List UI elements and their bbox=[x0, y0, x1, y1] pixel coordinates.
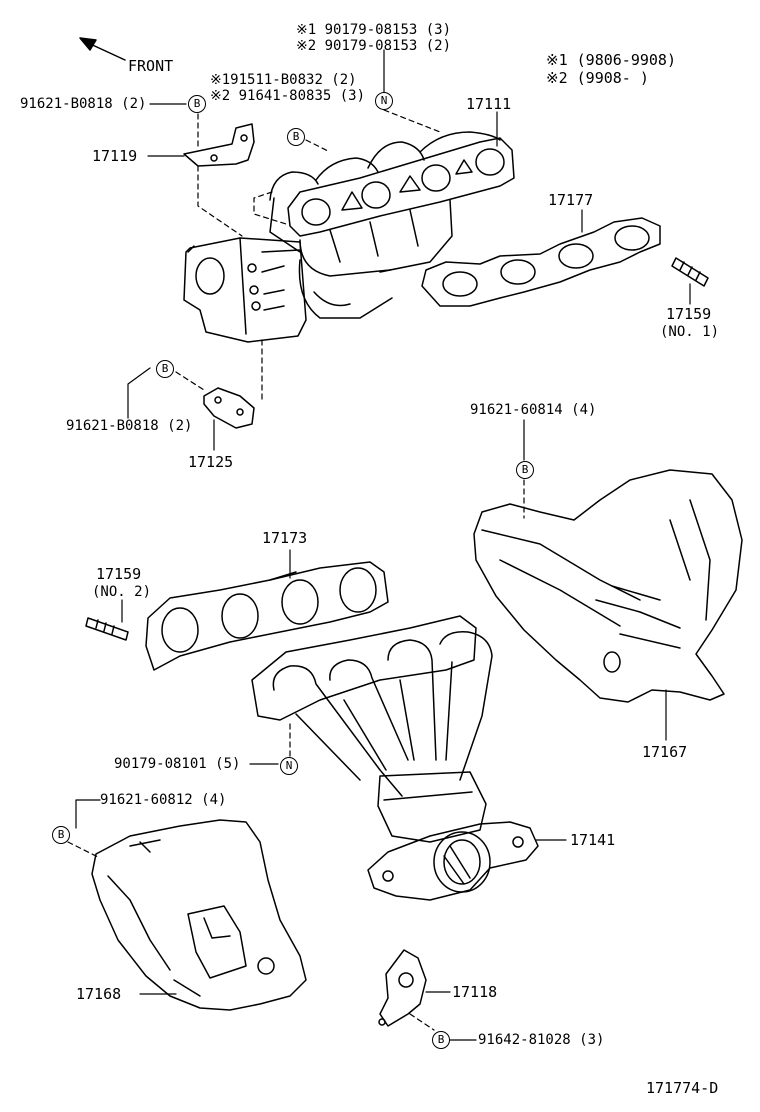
part-17168: 17168 bbox=[76, 985, 122, 1003]
part-17159-no2-sub: (NO. 2) bbox=[92, 584, 152, 600]
tag-n-top: N bbox=[375, 92, 393, 110]
legend-row-1: ※1 (9806-9908) bbox=[546, 51, 676, 69]
part-17159-no1: 17159 bbox=[666, 305, 712, 323]
dashed-lines bbox=[67, 109, 525, 1031]
front-arrow-icon bbox=[79, 37, 126, 61]
callout-n-top-1: ※1 90179-08153 (3) bbox=[296, 22, 452, 38]
part-17159-no2: 17159 bbox=[96, 565, 142, 583]
part-17173: 17173 bbox=[262, 529, 308, 547]
part-17167: 17167 bbox=[642, 743, 688, 761]
front-label: FRONT bbox=[128, 57, 174, 75]
part-91642-81028: 91642-81028 (3) bbox=[478, 1032, 605, 1048]
heat-shield-17168 bbox=[91, 819, 307, 1011]
part-91621-60812: 91621-60812 (4) bbox=[100, 792, 227, 808]
part-17141: 17141 bbox=[570, 831, 616, 849]
stud-17159-no2 bbox=[85, 617, 129, 641]
callout-b-top-1: ※191511-B0832 (2) bbox=[210, 72, 357, 88]
tag-b-60812: B bbox=[52, 826, 70, 844]
callout-n-top-2: ※2 90179-08153 (2) bbox=[296, 38, 452, 54]
part-90179-08101: 90179-08101 (5) bbox=[114, 756, 241, 772]
gasket-17177 bbox=[421, 217, 661, 307]
tag-n-08101: N bbox=[280, 757, 298, 775]
legend-row-2: ※2 (9908- ) bbox=[546, 69, 649, 87]
bracket-17118 bbox=[378, 949, 427, 1027]
exhaust-manifold-upper bbox=[183, 131, 515, 343]
gasket-17173 bbox=[145, 561, 389, 671]
callout-b-top-2: ※2 91641-80835 (3) bbox=[210, 88, 366, 104]
part-91621-60814: 91621-60814 (4) bbox=[470, 402, 597, 418]
part-17159-no1-sub: (NO. 1) bbox=[660, 324, 720, 340]
part-91621-b0818-mid: 91621-B0818 (2) bbox=[66, 418, 193, 434]
tag-b-60814: B bbox=[516, 461, 534, 479]
part-17119: 17119 bbox=[92, 147, 138, 165]
heat-shield-17167 bbox=[473, 469, 743, 703]
part-91621-b0818-top: 91621-B0818 (2) bbox=[20, 96, 147, 112]
part-17118: 17118 bbox=[452, 983, 498, 1001]
bracket-17125 bbox=[203, 387, 255, 429]
exhaust-manifold-17141 bbox=[251, 615, 539, 901]
tag-b-mid: B bbox=[156, 360, 174, 378]
figure-id: 171774-D bbox=[646, 1079, 719, 1097]
stud-17159-no1 bbox=[671, 257, 709, 287]
part-17111: 17111 bbox=[466, 95, 512, 113]
tag-b-91642: B bbox=[432, 1031, 450, 1049]
bracket-17119 bbox=[183, 123, 255, 167]
part-17125: 17125 bbox=[188, 453, 234, 471]
part-17177: 17177 bbox=[548, 191, 594, 209]
tag-b-top-mid: B bbox=[287, 128, 305, 146]
tag-b-top-left: B bbox=[188, 95, 206, 113]
leader-lines bbox=[75, 49, 691, 1041]
